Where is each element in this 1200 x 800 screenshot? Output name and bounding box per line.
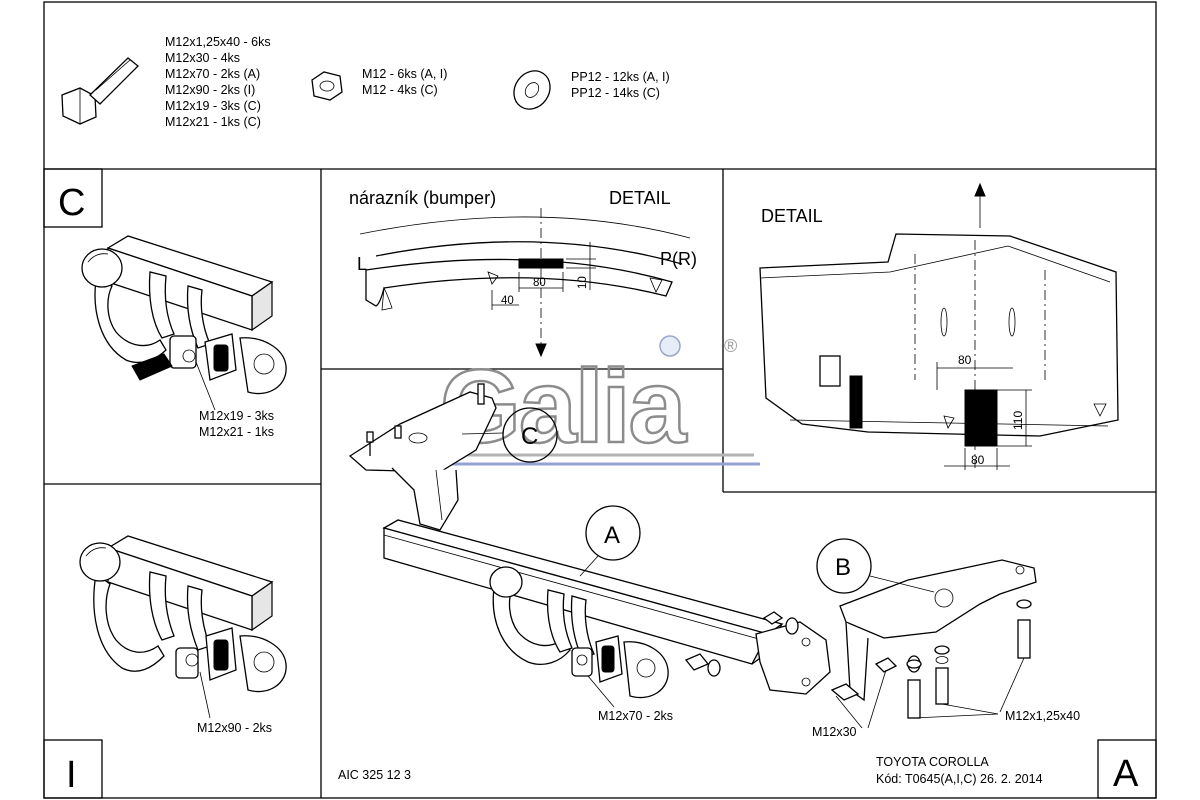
label-m12x1-25x40: M12x1,25x40 [1005,709,1080,723]
bumper-profile [359,208,691,358]
callout-a: A [579,505,641,577]
hardware-nuts-list: M12 - 6ks (A, I) M12 - 4ks (C) [362,67,447,97]
svg-text:M12x70 - 2ks (A): M12x70 - 2ks (A) [165,67,260,81]
svg-text:80: 80 [971,453,985,467]
hardware-bolts-list: M12x1,25x40 - 6ks M12x30 - 4ks M12x70 - … [165,35,271,129]
svg-text:PP12 - 12ks (A, I): PP12 - 12ks (A, I) [571,70,670,84]
panel-c-labels: M12x19 - 3ks M12x21 - 1ks [199,409,274,439]
panel-a-letter: A [1113,753,1139,795]
svg-text:M12x19 - 3ks (C): M12x19 - 3ks (C) [165,99,261,113]
panel-i-tow-ball-assembly [79,535,287,719]
svg-text:B: B [835,554,851,581]
hardware-washers-list: PP12 - 12ks (A, I) PP12 - 14ks (C) [571,70,670,100]
drawing-code: AIC 325 12 3 [338,768,411,782]
kod-date: Kód: T0645(A,I,C) 26. 2. 2014 [876,772,1043,786]
panel-c-letter: C [58,182,85,224]
bolt-icon [61,57,139,125]
svg-text:PP12 - 14ks (C): PP12 - 14ks (C) [571,86,660,100]
bumper-dimensions: 80 40 10 [491,242,596,310]
svg-text:®: ® [724,336,737,356]
detail2-title: DETAIL [761,206,823,226]
svg-text:40: 40 [501,295,514,307]
svg-text:M12x90 - 2ks (I): M12x90 - 2ks (I) [165,83,255,97]
label-m12x30: M12x30 [812,725,857,739]
svg-text:10: 10 [577,276,589,289]
washer-icon [513,70,551,110]
panel-c-tow-ball-assembly [81,235,287,411]
svg-text:110: 110 [1011,411,1025,430]
svg-text:80: 80 [533,277,546,289]
panel-i-letter-box [43,739,103,799]
bumper-left-label: L [357,254,367,274]
svg-text:M12x30 - 4ks: M12x30 - 4ks [165,51,240,65]
svg-text:M12x1,25x40 - 6ks: M12x1,25x40 - 6ks [165,35,271,49]
svg-text:A: A [604,522,620,549]
panel-i-label: M12x90 - 2ks [197,721,272,735]
frame [43,1,1157,799]
svg-text:M12x21 - 1ks (C): M12x21 - 1ks (C) [165,115,261,129]
nut-icon [311,71,343,101]
bumper-detail-label: DETAIL [609,188,671,208]
svg-text:80: 80 [958,353,972,367]
vehicle-name: TOYOTA COROLLA [876,755,989,769]
svg-text:M12x19 - 3ks: M12x19 - 3ks [199,409,274,423]
callout-c: C [461,407,558,463]
label-m12x70: M12x70 - 2ks [598,709,673,723]
panel-c-letter-box [43,168,103,228]
up-arrow-icon [974,182,986,228]
panel-a-letter-box [1097,739,1157,799]
panel-i-letter: I [66,754,77,796]
bumper-right-label: P(R) [660,249,697,269]
svg-text:M12 - 4ks (C): M12 - 4ks (C) [362,83,438,97]
svg-text:M12x21 - 1ks: M12x21 - 1ks [199,425,274,439]
svg-text:M12 - 6ks (A, I): M12 - 6ks (A, I) [362,67,447,81]
bumper-title: nárazník (bumper) [349,188,496,208]
svg-text:C: C [521,423,538,450]
leader-lines [587,657,1025,729]
main-assembly [348,383,1037,719]
detail2-body-outline [759,233,1119,468]
callout-b: B [816,538,935,594]
detail2-dimensions: 80 110 80 [936,353,1032,470]
